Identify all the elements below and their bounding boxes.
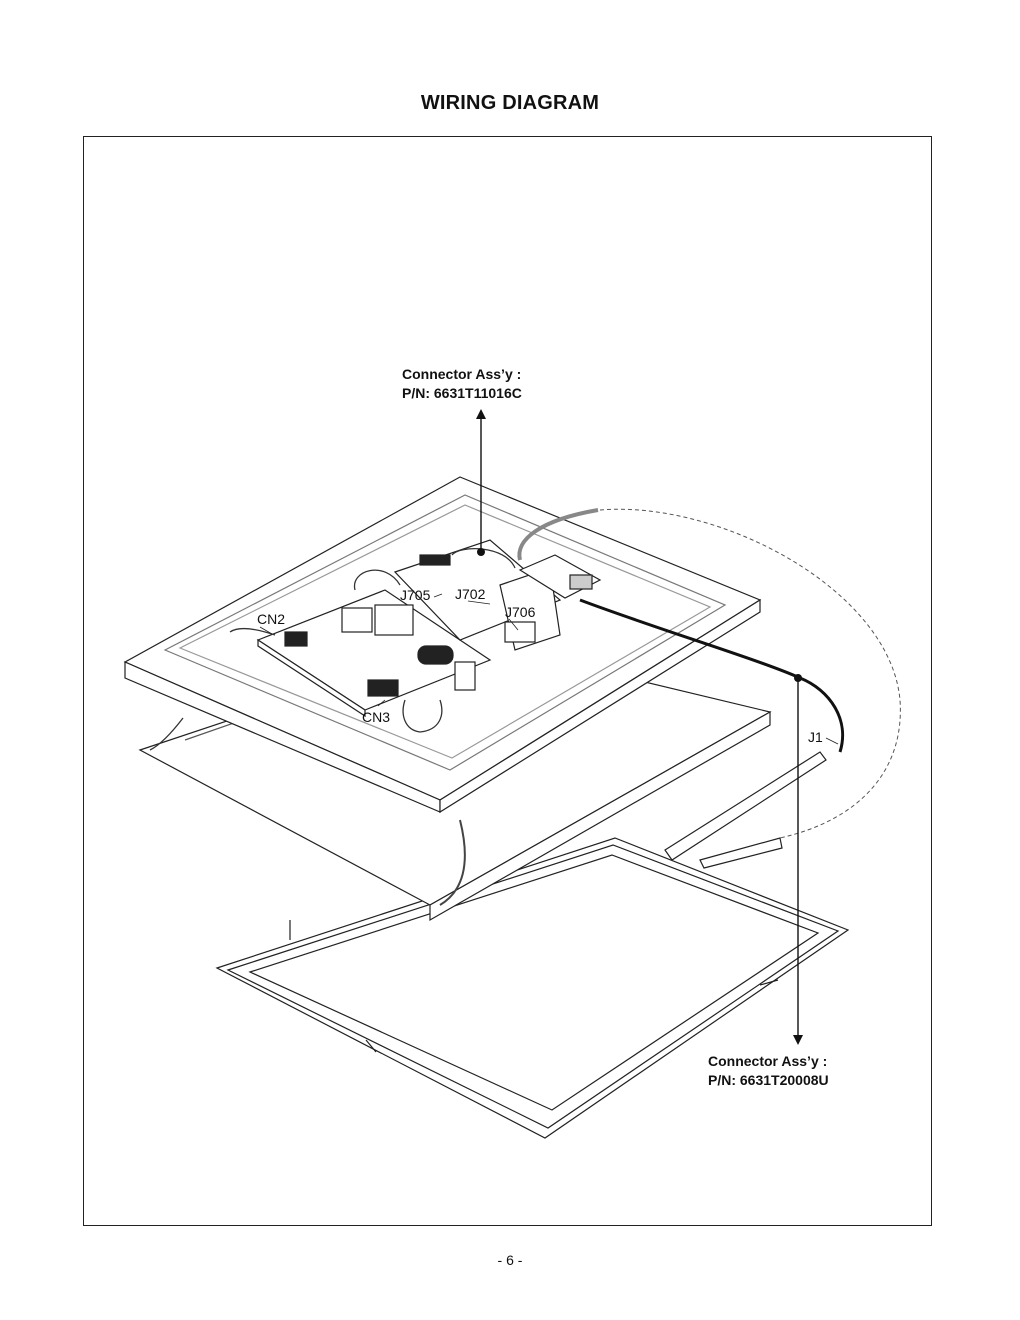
label-cn2: CN2: [257, 611, 286, 627]
front-bezel-frame: [215, 837, 850, 1139]
main-board: [256, 589, 492, 718]
leader-dot-bottom: [794, 674, 802, 682]
label-j702: J702: [455, 586, 486, 602]
callout-bottom-line1: Connector Ass’y :: [708, 1053, 828, 1069]
wiring-harnesses: [149, 508, 599, 751]
diagram-frame: [83, 136, 932, 1226]
page-number: - 6 -: [497, 1252, 523, 1268]
cable-routing-dashed: [599, 508, 901, 839]
components: [284, 554, 536, 697]
callout-bottom-line2: P/N: 6631T20008U: [708, 1072, 829, 1088]
small-board: [518, 554, 602, 599]
label-j1: J1: [808, 729, 823, 745]
callout-top-line2: P/N: 6631T11016C: [402, 385, 522, 401]
callout-top-line1: Connector Ass’y :: [402, 366, 522, 382]
label-j706: J706: [505, 604, 536, 620]
page-title: WIRING DIAGRAM: [420, 92, 600, 114]
label-cn3: CN3: [362, 709, 391, 725]
leader-dot-top: [477, 548, 485, 556]
callout-connector-top: Connector Ass’y : P/N: 6631T11016C: [402, 365, 522, 403]
signal-cable: [579, 598, 845, 753]
side-bracket: [664, 751, 827, 869]
label-j705: J705: [400, 587, 431, 603]
callout-connector-bottom: Connector Ass’y : P/N: 6631T20008U: [708, 1052, 829, 1090]
